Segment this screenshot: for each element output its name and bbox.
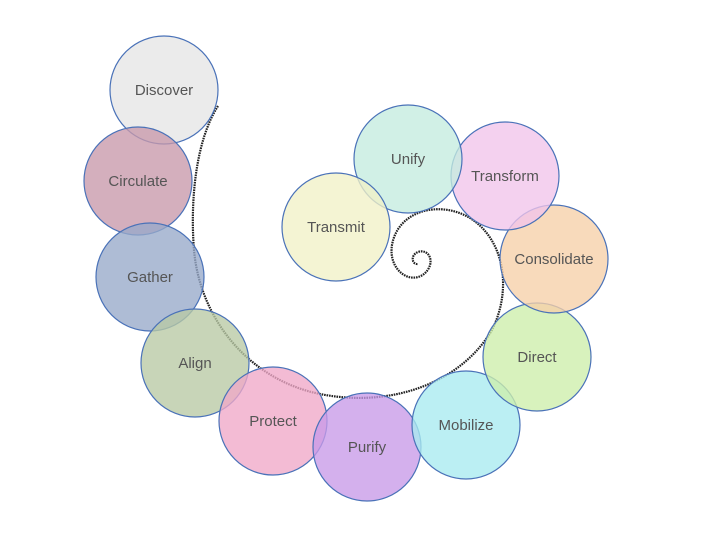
node-unify: Unify	[353, 104, 463, 214]
node-label-align: Align	[178, 355, 211, 372]
node-circle-mobilize	[411, 370, 521, 480]
node-circle-transmit	[281, 172, 391, 282]
node-label-purify: Purify	[348, 439, 387, 456]
node-mobilize: Mobilize	[411, 370, 521, 480]
node-circle-consolidate	[499, 204, 609, 314]
node-label-protect: Protect	[249, 413, 297, 430]
node-circle-unify	[353, 104, 463, 214]
node-protect: Protect	[218, 366, 328, 476]
node-label-unify: Unify	[391, 151, 426, 168]
node-discover: Discover	[109, 35, 219, 145]
node-consolidate: Consolidate	[499, 204, 609, 314]
node-purify: Purify	[312, 392, 422, 502]
node-transmit: Transmit	[281, 172, 391, 282]
node-circulate: Circulate	[83, 126, 193, 236]
node-gather: Gather	[95, 222, 205, 332]
circle-nodes: DiscoverCirculateGatherAlignProtectPurif…	[83, 35, 609, 502]
node-label-direct: Direct	[517, 349, 557, 366]
node-label-mobilize: Mobilize	[438, 417, 493, 434]
node-circle-gather	[95, 222, 205, 332]
node-align: Align	[140, 308, 250, 418]
node-direct: Direct	[482, 302, 592, 412]
node-label-transmit: Transmit	[307, 219, 366, 236]
node-transform: Transform	[450, 121, 560, 231]
node-label-consolidate: Consolidate	[514, 251, 593, 268]
node-label-discover: Discover	[135, 82, 193, 99]
node-label-circulate: Circulate	[108, 173, 167, 190]
node-label-transform: Transform	[471, 168, 539, 185]
node-label-gather: Gather	[127, 269, 173, 286]
node-circle-align	[140, 308, 250, 418]
